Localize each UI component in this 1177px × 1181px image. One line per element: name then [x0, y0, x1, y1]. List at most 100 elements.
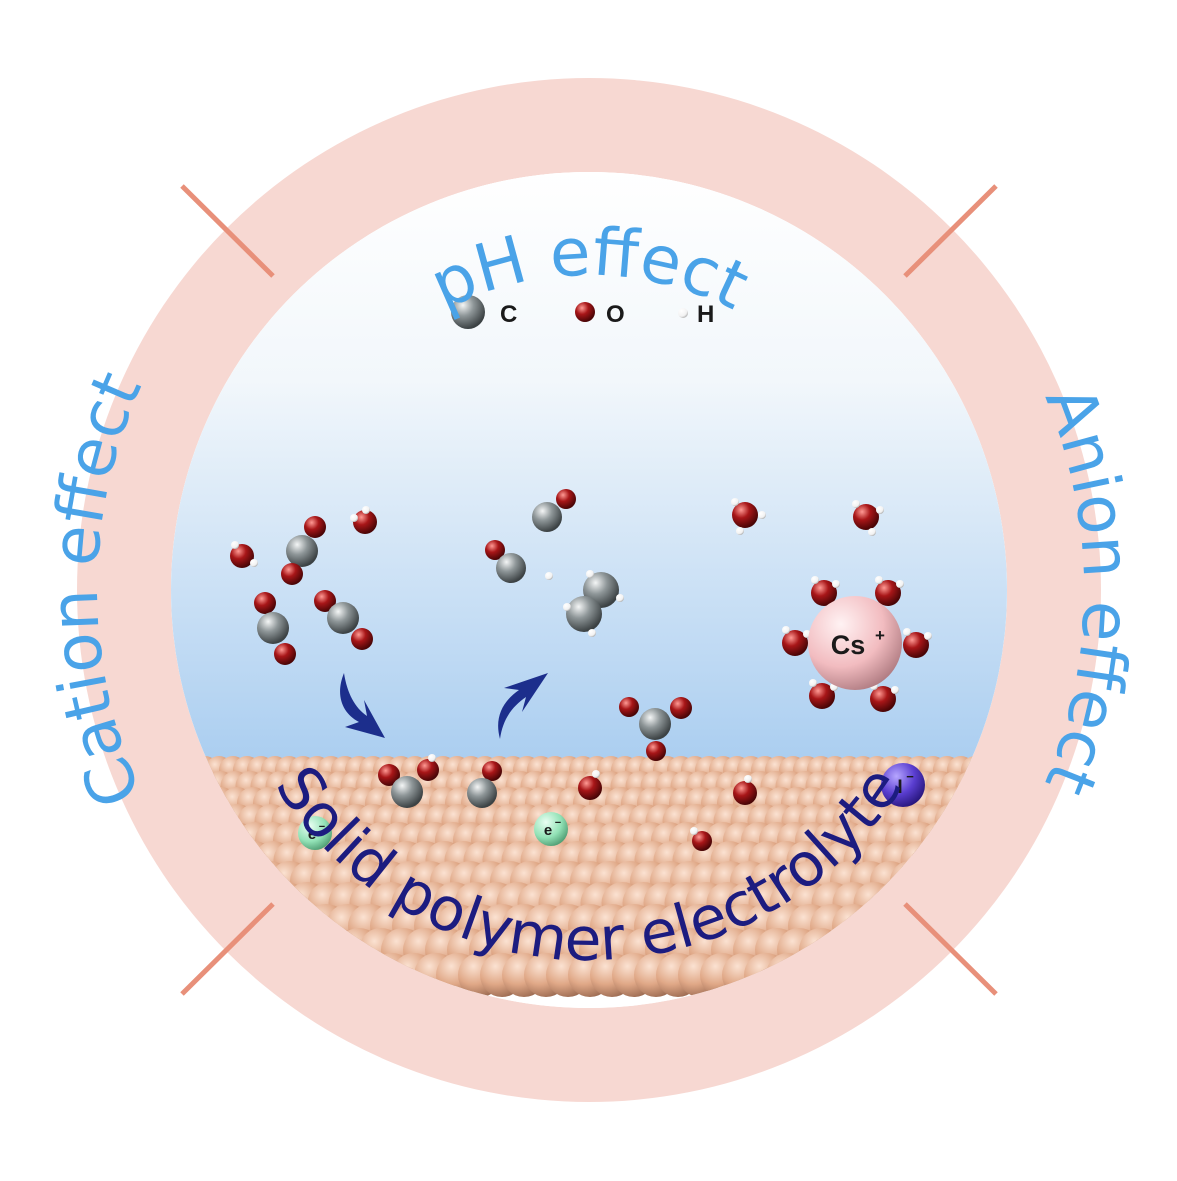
electron-left: e −: [298, 816, 332, 850]
legend-label-oxygen: O: [606, 301, 625, 328]
cesium-label: Cs: [831, 630, 866, 660]
copper-atom: [1000, 882, 1007, 924]
hydrogen-atom: [545, 572, 553, 580]
carbonate-oxygen-atom: [670, 697, 692, 719]
ethylene-carbon-atom: [566, 596, 602, 632]
water-hydrogen-atom: [736, 527, 744, 535]
hydration-oxygen-atom: [875, 580, 901, 606]
water-hydrogen-atom: [731, 498, 739, 506]
hydration-hydrogen-atom: [924, 632, 932, 640]
hydration-oxygen-atom: [870, 686, 896, 712]
adsorbed-hydrogen-atom: [592, 770, 600, 778]
co-carbon-atom: [496, 553, 526, 583]
copper-atom: [997, 928, 1007, 972]
adsorbed-oxygen-atom: [578, 776, 602, 800]
water-hydrogen-atom: [758, 511, 766, 519]
hydration-hydrogen-atom: [832, 580, 840, 588]
oxygen-legend-atom: [575, 302, 595, 322]
water-oxygen-atom: [732, 502, 758, 528]
co2-oxygen-atom: [254, 592, 276, 614]
copper-atom: [171, 928, 205, 972]
co-oxygen-atom: [556, 489, 576, 509]
divider-bottom-left: [180, 902, 275, 996]
copper-atom: [171, 904, 172, 948]
adsorbed-hydrogen-atom: [690, 827, 698, 835]
hydrogen-legend-atom: [678, 308, 688, 318]
electron-center: e −: [534, 812, 568, 846]
hydration-oxygen-atom: [809, 683, 835, 709]
co2-carbon-atom: [257, 612, 289, 644]
carbonate-oxygen-atom: [646, 741, 666, 761]
ring-dividers: [180, 184, 998, 996]
co2-oxygen-atom: [304, 516, 326, 538]
electron-label-left: e: [308, 826, 316, 843]
co-carbon-atom: [532, 502, 562, 532]
adsorbed-carbon-atom: [467, 778, 497, 808]
water-oxygen-atom: [230, 544, 254, 568]
water-hydrogen-atom: [852, 500, 860, 508]
iodide-charge: −: [906, 769, 914, 784]
adsorbed-oxygen-atom: [378, 764, 400, 786]
desorption-arrow: [498, 673, 548, 739]
co2-carbon-atom: [327, 602, 359, 634]
hydration-hydrogen-atom: [811, 576, 819, 584]
copper-atom: [171, 904, 194, 948]
cesium-cation: Cs +: [808, 596, 902, 690]
water-hydrogen-atom: [868, 528, 876, 536]
hydration-hydrogen-atom: [875, 576, 883, 584]
co2-oxygen-atom: [351, 628, 373, 650]
water-hydrogen-atom: [876, 506, 884, 514]
electron-charge-center: −: [555, 817, 561, 829]
hydration-hydrogen-atom: [809, 679, 817, 687]
divider-bottom-right: [903, 902, 998, 996]
reaction-arrows: [340, 673, 548, 739]
adsorbed-oxygen-atom: [692, 831, 712, 851]
hydration-hydrogen-atom: [903, 628, 911, 636]
ethylene-hydrogen-atom: [563, 603, 571, 611]
ethylene-hydrogen-atom: [588, 629, 596, 637]
copper-atom: [975, 928, 1007, 972]
water-hydrogen-atom: [231, 541, 239, 549]
hydration-oxygen-atom: [903, 632, 929, 658]
legend-label-hydrogen: H: [697, 301, 714, 328]
copper-atom: [986, 904, 1007, 948]
molecules: [230, 489, 932, 851]
copper-atom: [171, 953, 172, 997]
water-hydrogen-atom: [350, 514, 358, 522]
electron-sphere-center: [534, 812, 568, 846]
adsorbed-oxygen-atom: [733, 781, 757, 805]
adsorbed-hydrogen-atom: [744, 775, 752, 783]
electron-charge-left: −: [319, 821, 325, 833]
hydration-hydrogen-atom: [891, 686, 899, 694]
water-hydrogen-atom: [250, 559, 258, 567]
co2-carbon-atom: [286, 535, 318, 567]
divider-top-left: [180, 184, 275, 278]
hydration-oxygen-atom: [811, 580, 837, 606]
ethylene-hydrogen-atom: [616, 594, 624, 602]
adsorbed-carbon-atom: [391, 776, 423, 808]
adsorbed-oxygen-atom: [482, 761, 502, 781]
atom-legend: C O H: [451, 295, 714, 329]
copper-atom: [964, 953, 1007, 997]
carbonate-oxygen-atom: [619, 697, 639, 717]
copper-atom: [171, 928, 183, 972]
water-hydrogen-atom: [362, 506, 370, 514]
copper-atom: [172, 953, 216, 997]
electron-sphere-left: [298, 816, 332, 850]
divider-top-right: [903, 184, 998, 278]
iodide-ion-sphere: [881, 763, 925, 807]
iodide-label: I: [897, 777, 902, 798]
adsorbed-oxygen-atom: [417, 759, 439, 781]
co-oxygen-atom: [485, 540, 505, 560]
carbon-legend-atom: [451, 295, 485, 329]
hydration-hydrogen-atom: [782, 626, 790, 634]
cesium-ion-sphere: [808, 596, 902, 690]
iodide-anion: I −: [881, 763, 925, 807]
co2-oxygen-atom: [314, 590, 336, 612]
legend-label-carbon: C: [500, 301, 517, 328]
water-oxygen-atom: [853, 504, 879, 530]
hydration-hydrogen-atom: [896, 580, 904, 588]
co2-oxygen-atom: [274, 643, 296, 665]
cesium-charge: +: [875, 626, 885, 645]
